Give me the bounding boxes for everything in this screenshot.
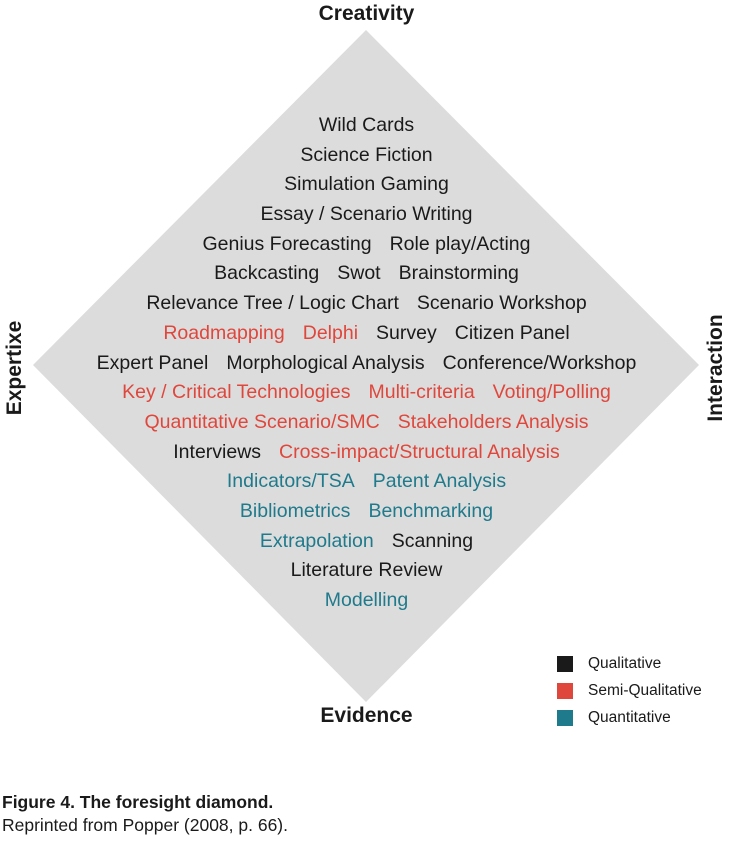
method-item: Expert Panel [96, 351, 209, 374]
method-item: Voting/Polling [492, 381, 611, 404]
method-row: Quantitative Scenario/SMC Stakeholders An… [0, 408, 733, 438]
method-item: Extrapolation [259, 529, 374, 552]
method-item: Delphi [302, 321, 359, 344]
method-item: Cross-impact/Structural Analysis [279, 440, 560, 463]
figure-caption: Figure 4. The foresight diamond. Reprint… [2, 791, 288, 837]
method-item: Indicators/TSA [226, 470, 355, 493]
legend: Qualitative Semi-Qualitative Quantitativ… [557, 650, 702, 731]
method-row: Simulation Gaming [0, 170, 733, 200]
legend-swatch-quantitative [557, 709, 573, 726]
method-item: Role play/Acting [389, 232, 531, 255]
method-row: Science Fiction [0, 141, 733, 171]
method-item: Key / Critical Technologies [122, 381, 351, 404]
method-row: Extrapolation Scanning [0, 527, 733, 557]
method-item: Science Fiction [300, 143, 433, 166]
legend-item-semi-qualitative: Semi-Qualitative [557, 677, 702, 704]
method-item: Bibliometrics [239, 499, 351, 522]
method-row: Interviews Cross-impact/Structural Analys… [0, 438, 733, 468]
method-item: Simulation Gaming [284, 173, 449, 196]
method-item: Scenario Workshop [416, 292, 587, 315]
method-item: Scanning [391, 529, 474, 552]
axis-label-bottom: Evidence [320, 704, 413, 727]
method-item: Conference/Workshop [442, 351, 637, 374]
method-row: Literature Review [0, 556, 733, 586]
method-item: Roadmapping [163, 321, 285, 344]
method-item: Patent Analysis [372, 470, 507, 493]
method-item: Backcasting [214, 262, 320, 285]
method-item: Genius Forecasting [202, 232, 372, 255]
method-row: Expert Panel Morphological Analysis Confer… [0, 349, 733, 379]
method-row: Roadmapping Delphi Survey Citizen Panel [0, 319, 733, 349]
legend-item-qualitative: Qualitative [557, 650, 702, 677]
legend-label: Qualitative [588, 654, 662, 672]
method-row: Wild Cards [0, 111, 733, 141]
method-item: Citizen Panel [454, 321, 570, 344]
method-item: Wild Cards [318, 114, 415, 136]
legend-swatch-qualitative [557, 655, 573, 672]
method-item: Benchmarking [368, 499, 494, 522]
method-item: Brainstorming [398, 262, 519, 285]
method-row: Indicators/TSA Patent Analysis [0, 467, 733, 497]
method-item: Essay / Scenario Writing [260, 203, 473, 226]
method-item: Literature Review [290, 559, 443, 582]
method-item: Interviews [173, 440, 262, 463]
method-row: Essay / Scenario Writing [0, 200, 733, 230]
legend-label: Semi-Qualitative [588, 681, 702, 699]
method-row: Relevance Tree / Logic Chart Scenario Wor… [0, 289, 733, 319]
legend-label: Quantitative [588, 708, 671, 726]
method-row: Genius Forecasting Role play/Acting [0, 230, 733, 260]
axis-label-top: Creativity [318, 2, 415, 25]
method-item: Quantitative Scenario/SMC [144, 410, 380, 433]
legend-item-quantitative: Quantitative [557, 704, 702, 731]
caption-title: Figure 4. The foresight diamond. [2, 792, 274, 812]
method-item: Relevance Tree / Logic Chart [146, 292, 399, 315]
method-row: Bibliometrics Benchmarking [0, 497, 733, 527]
method-row: Backcasting Swot Brainstorming [0, 259, 733, 289]
method-item: Modelling [324, 589, 409, 611]
caption-source: Reprinted from Popper (2008, p. 66). [2, 815, 288, 835]
method-item: Swot [337, 262, 381, 285]
method-row: Key / Critical Technologies Multi-criteri… [0, 378, 733, 408]
method-item: Stakeholders Analysis [397, 410, 589, 433]
legend-swatch-semi-qualitative [557, 682, 573, 699]
method-item: Morphological Analysis [226, 351, 425, 374]
method-item: Survey [376, 321, 437, 344]
diamond-shape [33, 30, 699, 702]
method-row: Modelling [0, 586, 733, 616]
method-item: Multi-criteria [368, 381, 475, 404]
